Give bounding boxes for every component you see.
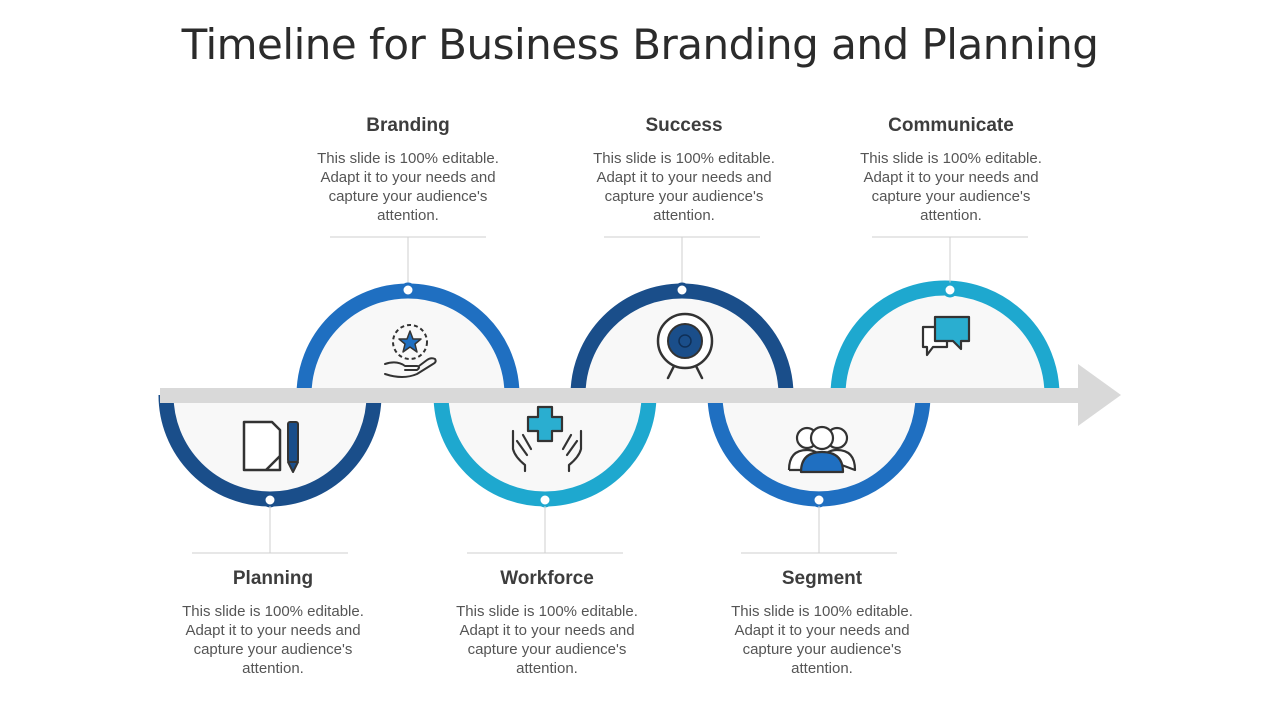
timeline-arrow [160,364,1121,426]
step-description: This slide is 100% editable. Adapt it to… [456,603,638,677]
step-label-communicate: Communicate This slide is 100% editable.… [841,115,1061,225]
medical-cross-hands-icon [511,405,583,473]
connector-communicate [872,236,1028,298]
user-group-icon [787,425,857,474]
connector-success [604,236,760,298]
step-label-success: Success This slide is 100% editable. Ada… [574,115,794,225]
connector-branding [330,236,486,298]
connector-workforce [467,492,623,554]
step-label-planning: Planning This slide is 100% editable. Ad… [163,568,383,678]
step-heading: Communicate [888,115,1014,136]
connector-planning [192,492,348,554]
step-heading: Success [645,115,723,136]
step-label-workforce: Workforce This slide is 100% editable. A… [437,568,657,678]
step-heading: Segment [781,568,863,589]
step-description: This slide is 100% editable. Adapt it to… [593,150,775,224]
connector-segment [741,492,897,554]
step-label-branding: Branding This slide is 100% editable. Ad… [298,115,518,225]
step-description: This slide is 100% editable. Adapt it to… [182,603,364,677]
page-title: Timeline for Business Branding and Plann… [181,20,1099,69]
step-heading: Workforce [500,568,594,589]
step-description: This slide is 100% editable. Adapt it to… [731,603,913,677]
notebook-pen-icon [242,420,299,473]
step-description: This slide is 100% editable. Adapt it to… [860,150,1042,224]
target-stand-icon [656,312,714,380]
step-label-segment: Segment This slide is 100% editable. Ada… [712,568,932,678]
step-heading: Planning [232,568,314,589]
chat-bubbles-icon [921,315,971,357]
step-heading: Branding [366,115,450,136]
step-description: This slide is 100% editable. Adapt it to… [317,150,499,224]
star-hand-icon [384,324,437,378]
